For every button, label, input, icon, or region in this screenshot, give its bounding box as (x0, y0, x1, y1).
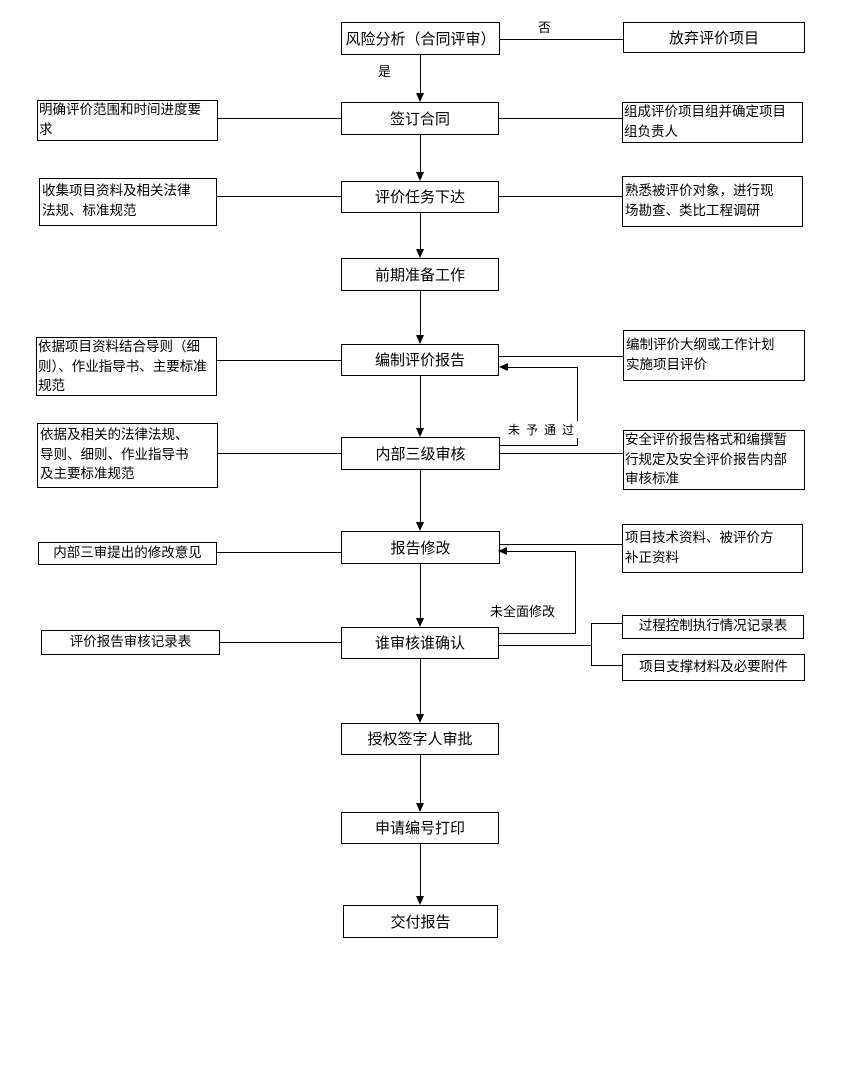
node-reviewer-confirmation: 谁审核谁确认 (341, 627, 499, 659)
note-supplementary-materials: 项目技术资料、被评价方 补正资料 (622, 524, 803, 573)
note-familiarize-object: 熟悉被评价对象，进行现 场勘查、类比工程调研 (622, 176, 803, 227)
flow-line-preparation-to-draft (420, 291, 421, 335)
arrowhead-down-icon (416, 896, 424, 905)
node-abandon-project: 放弃评价项目 (623, 22, 805, 53)
flow-line-task-to-preparation (420, 213, 421, 249)
note-collect-materials: 收集项目资料及相关法律 法规、标准规范 (39, 178, 217, 226)
note-legal-basis: 依据及相关的法律法规、 导则、细则、作业指导书 及主要标准规范 (37, 423, 218, 488)
connector-revision-to-supplementary (500, 544, 622, 545)
node-risk-analysis: 风险分析（合同评审） (341, 22, 500, 55)
arrowhead-down-icon (416, 335, 424, 344)
connector-branch-to-process-record (591, 623, 622, 624)
connector-guideline-to-draft (217, 360, 341, 361)
arrowhead-down-icon (416, 428, 424, 437)
feedback-not-approved-bottom (500, 445, 577, 446)
feedback-not-revised-vertical (575, 551, 576, 634)
arrowhead-left-icon (498, 547, 507, 555)
feedback-not-approved-top (506, 367, 577, 368)
connector-collect-to-task (217, 196, 341, 197)
flow-line-review-to-revision (420, 470, 421, 522)
label-no: 否 (538, 17, 552, 36)
arrowhead-left-icon (499, 363, 508, 371)
label-not-fully-revised: 未全面修改 (490, 601, 556, 620)
feedback-not-revised-top (505, 551, 575, 552)
connector-record-to-confirm (220, 642, 341, 643)
connector-confirm-branch-trunk (499, 645, 592, 646)
label-not-approved: 未予通过 (508, 421, 581, 438)
flow-line-revision-to-confirm (420, 564, 421, 618)
arrowhead-down-icon (416, 803, 424, 812)
node-numbering-printing: 申请编号打印 (341, 812, 499, 844)
flow-line-risk-to-contract (420, 55, 421, 93)
feedback-not-revised-bottom (499, 633, 576, 634)
arrowhead-down-icon (416, 93, 424, 102)
label-yes: 是 (378, 61, 392, 80)
flow-line-draft-to-review (420, 376, 421, 428)
node-deliver-report: 交付报告 (343, 905, 498, 938)
connector-task-to-familiarize (499, 196, 623, 197)
arrowhead-down-icon (416, 249, 424, 258)
node-task-release: 评价任务下达 (341, 181, 499, 213)
flow-line-contract-to-task (420, 135, 421, 172)
connector-contract-to-team (499, 118, 623, 119)
connector-no-branch (500, 39, 623, 40)
node-preparation: 前期准备工作 (341, 258, 499, 291)
flow-line-approval-to-printing (420, 755, 421, 803)
connector-opinions-to-revision (217, 552, 341, 553)
arrowhead-down-icon (416, 714, 424, 723)
note-revision-opinions: 内部三审提出的修改意见 (38, 542, 217, 565)
flow-line-printing-to-delivery (420, 844, 421, 896)
node-draft-report: 编制评价报告 (341, 344, 499, 376)
connector-confirm-branch-vertical (591, 623, 592, 666)
node-internal-review: 内部三级审核 (341, 437, 500, 470)
connector-legal-to-review (218, 453, 341, 454)
connector-scope-to-contract (218, 118, 341, 119)
flow-line-confirm-to-approval (420, 659, 421, 714)
connector-branch-to-attachments (591, 665, 622, 666)
note-scope-schedule: 明确评价范围和时间进度要 求 (37, 100, 218, 141)
note-outline-plan: 编制评价大纲或工作计划 实施项目评价 (623, 330, 805, 381)
node-signatory-approval: 授权签字人审批 (341, 723, 499, 755)
node-sign-contract: 签订合同 (341, 102, 499, 135)
arrowhead-down-icon (416, 618, 424, 627)
note-guideline-basis: 依据项目资料结合导则（细 则）、作业指导书、主要标准 规范 (36, 337, 217, 396)
note-process-control-record: 过程控制执行情况记录表 (622, 615, 804, 639)
note-form-team: 组成评价项目组并确定项目 组负责人 (622, 102, 803, 143)
connector-review-to-format (500, 453, 623, 454)
note-review-record-form: 评价报告审核记录表 (41, 630, 220, 655)
note-supporting-attachments: 项目支撑材料及必要附件 (622, 654, 805, 681)
arrowhead-down-icon (416, 172, 424, 181)
connector-draft-to-outline (499, 356, 623, 357)
arrowhead-down-icon (416, 522, 424, 531)
note-format-rules: 安全评价报告格式和编撰暂 行规定及安全评价报告内部 审核标准 (623, 430, 805, 490)
node-report-revision: 报告修改 (341, 531, 500, 564)
feedback-not-approved-vertical (577, 367, 578, 446)
